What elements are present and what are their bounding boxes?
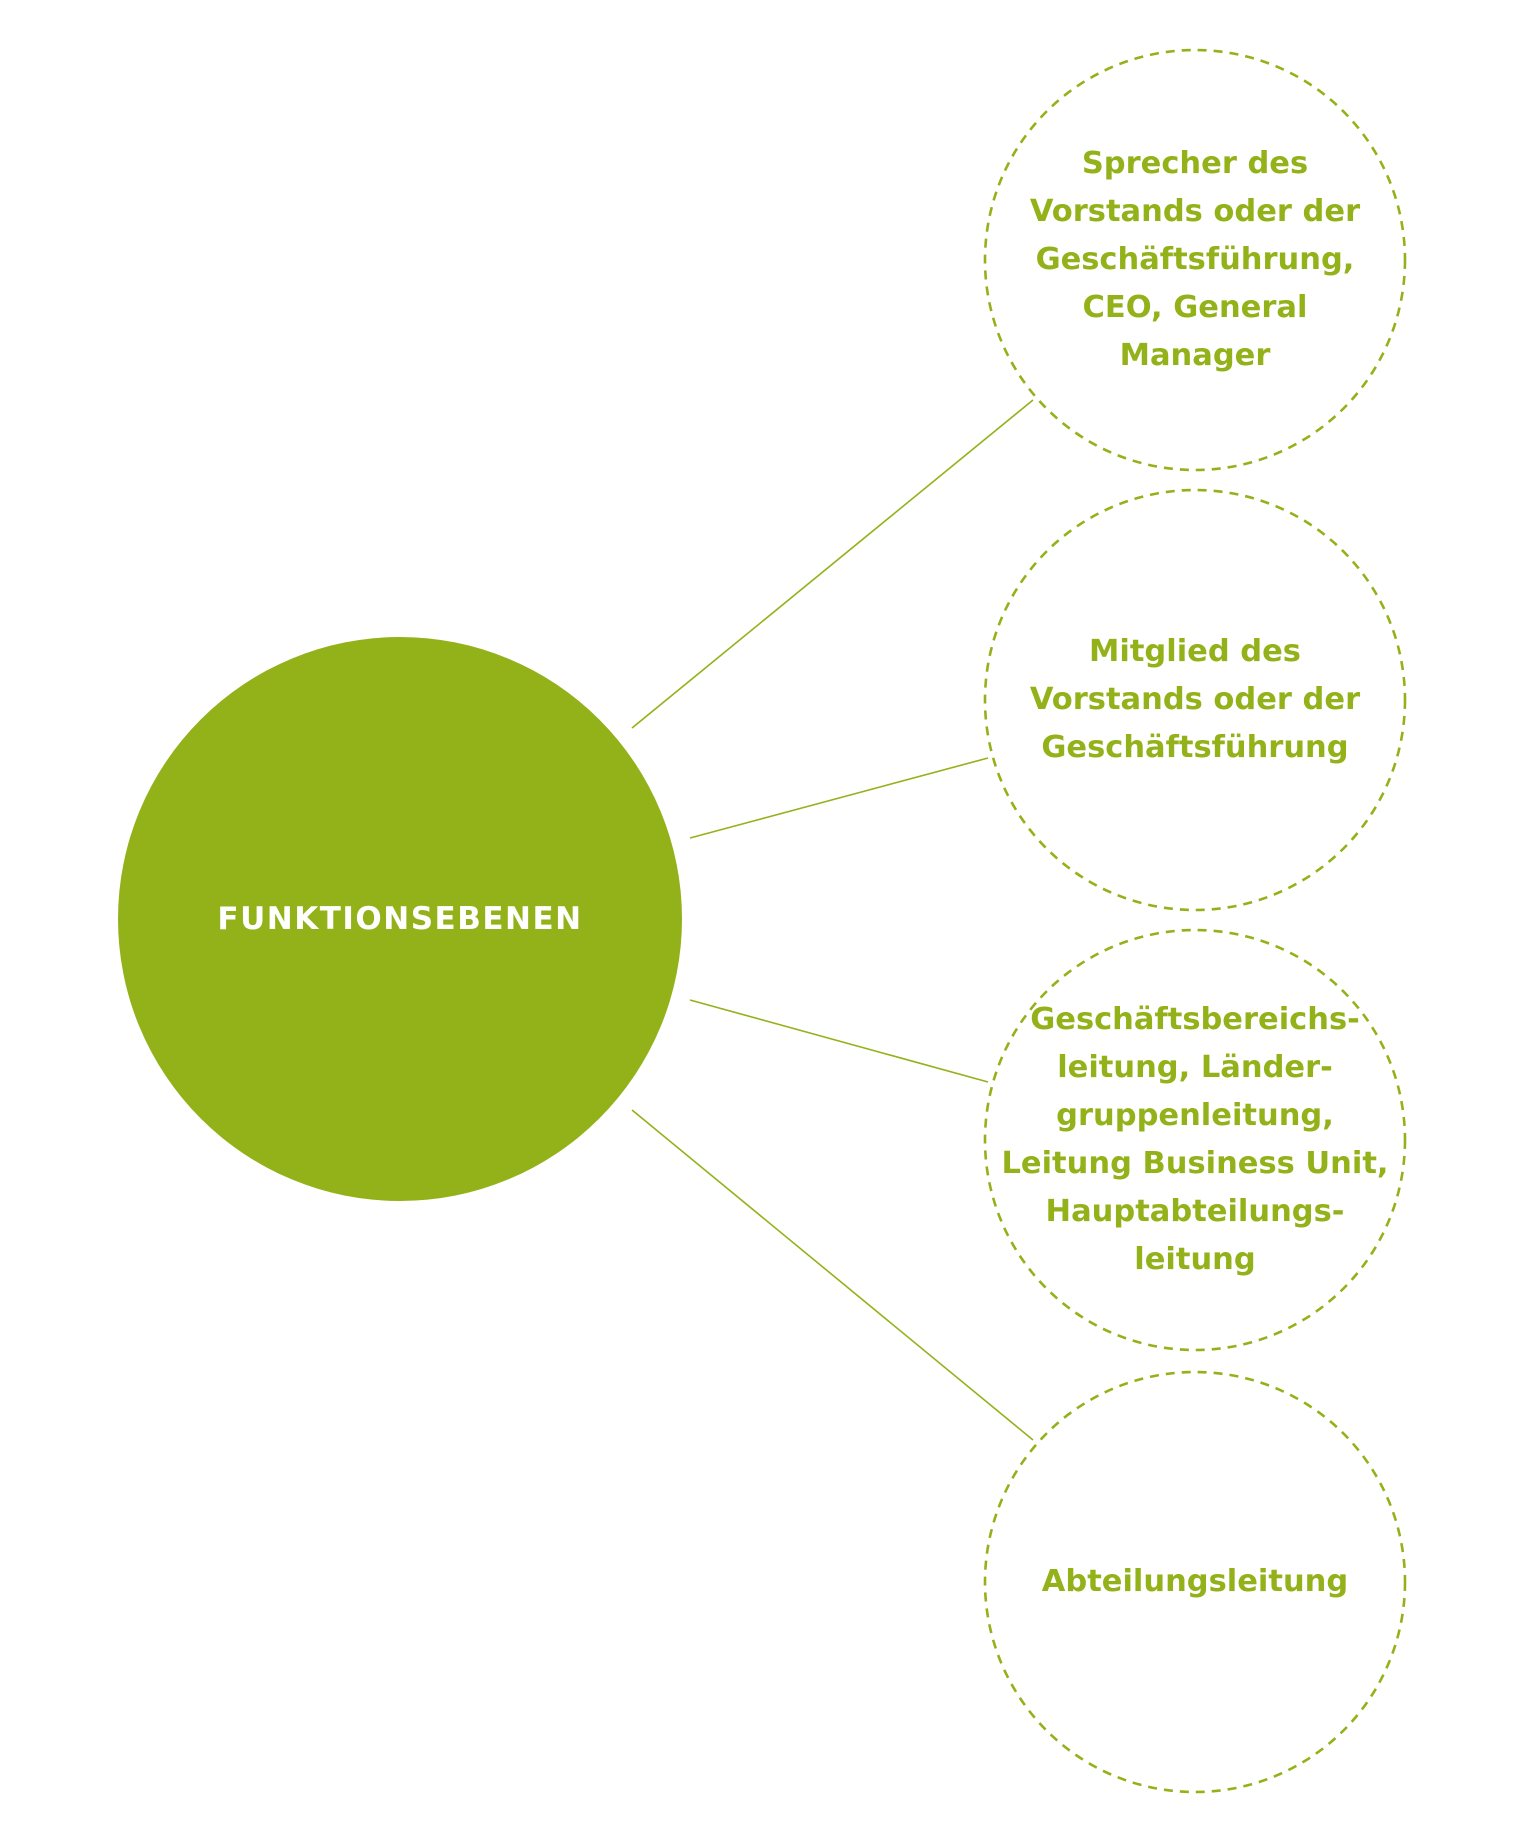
node-outline-3: [983, 928, 1407, 1352]
hub-label: FUNKTIONSEBENEN: [217, 901, 583, 937]
node-label-line: gruppenleitung,: [1056, 1098, 1334, 1133]
connector-line-3: [689, 999, 989, 1083]
node-label-line: Abteilungsleitung: [1041, 1564, 1349, 1599]
node-department-head-level: Abteilungsleitung: [985, 1372, 1405, 1792]
node-outline-2: [983, 488, 1407, 912]
node-ceo-level: Sprecher des Vorstands oder der Geschäft…: [985, 50, 1405, 470]
node-label-line: Geschäftsführung,: [1035, 242, 1355, 277]
node-label-line: leitung, Länder-: [1057, 1050, 1333, 1085]
node-label: Mitglied des Vorstands oder der Geschäft…: [1030, 628, 1360, 772]
node-label-line: Hauptabteilungs-: [1045, 1194, 1345, 1229]
node-label-line: leitung: [1134, 1242, 1256, 1277]
node-label: Geschäftsbereichs- leitung, Länder- grup…: [1001, 996, 1388, 1284]
node-label-line: Leitung Business Unit,: [1001, 1146, 1389, 1181]
node-division-head-level: Geschäftsbereichs- leitung, Länder- grup…: [985, 930, 1405, 1350]
connector-line-2: [689, 757, 989, 839]
node-board-member-level: Mitglied des Vorstands oder der Geschäft…: [985, 490, 1405, 910]
node-outline-1: [983, 48, 1407, 472]
node-label-line: Vorstands oder der: [1029, 682, 1361, 717]
node-outline-4: [983, 1370, 1407, 1794]
node-label-line: Sprecher des: [1081, 146, 1309, 181]
connector-line-4: [631, 1109, 1034, 1441]
connector-line-1: [631, 399, 1034, 729]
node-label-line: Geschäftsbereichs-: [1030, 1002, 1360, 1037]
node-label: Sprecher des Vorstands oder der Geschäft…: [1030, 140, 1360, 380]
node-label-line: CEO, General: [1082, 290, 1308, 325]
node-label-line: Vorstands oder der: [1029, 194, 1361, 229]
node-label-line: Geschäftsführung: [1041, 730, 1349, 765]
node-label-line: Manager: [1119, 338, 1271, 373]
node-label-line: Mitglied des: [1089, 634, 1301, 669]
node-label: Abteilungsleitung: [1042, 1558, 1348, 1606]
hub-circle: FUNKTIONSEBENEN: [118, 637, 682, 1201]
